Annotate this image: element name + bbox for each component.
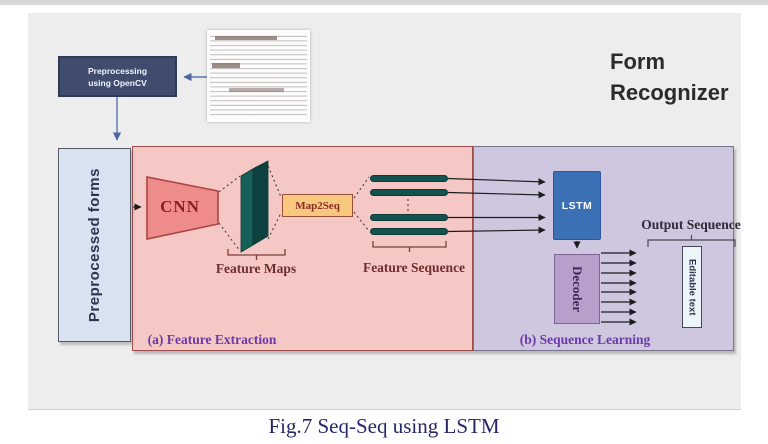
feature-sequence-label: Feature Sequence bbox=[362, 260, 466, 275]
form-recognizer-title: Form Recognizer bbox=[610, 46, 729, 108]
page-top-strip bbox=[0, 0, 768, 5]
preprocessing-label-line1: Preprocessing bbox=[87, 65, 148, 76]
feature-sequence-bar bbox=[370, 228, 448, 235]
editable-text-label: Editable text bbox=[686, 258, 698, 316]
feature-sequence-bar bbox=[370, 214, 448, 221]
decoder-label: Decoder bbox=[570, 265, 585, 313]
decoder-box: Decoder bbox=[554, 254, 600, 324]
form-recognizer-title-line1: Form bbox=[610, 49, 665, 74]
cnn-label: CNN bbox=[160, 197, 200, 216]
preprocessed-forms-box: Preprocessed forms bbox=[58, 148, 131, 342]
output-sequence-label: Output Sequence bbox=[641, 217, 741, 232]
feature-maps-label: Feature Maps bbox=[215, 261, 297, 276]
document-thumbnail bbox=[207, 30, 310, 122]
preprocessed-forms-label: Preprocessed forms bbox=[86, 167, 103, 323]
feature-sequence-bar bbox=[370, 175, 448, 182]
preprocessing-box: Preprocessing using OpenCV bbox=[58, 56, 177, 97]
form-recognizer-title-line2: Recognizer bbox=[610, 80, 729, 105]
document-text-lines bbox=[210, 34, 307, 118]
section-label-sequence-learning: (b) Sequence Learning bbox=[519, 332, 651, 347]
figure-caption: Fig.7 Seq-Seq using LSTM bbox=[268, 414, 500, 438]
map2seq-label: Map2Seq bbox=[295, 199, 340, 212]
document-bold-block bbox=[212, 63, 240, 68]
document-bold-block-2 bbox=[229, 88, 284, 92]
preprocessing-label-line2: using OpenCV bbox=[88, 77, 147, 88]
lstm-box: LSTM bbox=[553, 171, 601, 240]
document-heading-block bbox=[215, 36, 277, 40]
map2seq-box: Map2Seq bbox=[282, 194, 353, 217]
lstm-label: LSTM bbox=[561, 199, 593, 212]
section-label-feature-extraction: (a) Feature Extraction bbox=[147, 332, 277, 347]
feature-sequence-bar bbox=[370, 189, 448, 196]
editable-text-box: Editable text bbox=[682, 246, 702, 328]
